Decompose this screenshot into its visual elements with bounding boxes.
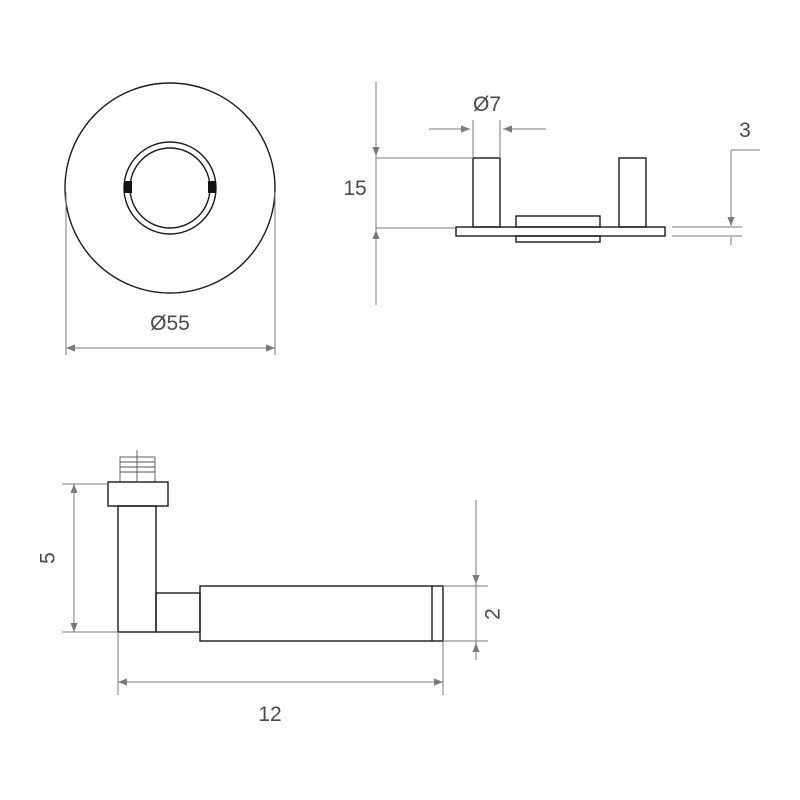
spindle-top <box>119 456 156 483</box>
ring-notch-right <box>208 181 216 193</box>
plate-thickness-label: 3 <box>739 119 751 142</box>
lever-bar <box>199 585 444 642</box>
rose-side-view: Ø7 15 3 <box>343 82 760 305</box>
rose-outer-circle <box>64 82 276 294</box>
connector <box>155 592 201 633</box>
lever-thickness-label: 2 <box>482 608 505 620</box>
lever-length-label: 12 <box>258 703 281 726</box>
center-block-bottom <box>515 235 601 243</box>
ring-notch-left <box>124 181 132 193</box>
neck-height-label: 5 <box>37 552 60 564</box>
neck <box>117 505 157 633</box>
collar <box>107 481 169 507</box>
rose-ring-inner <box>129 147 211 229</box>
rose-diameter-label: Ø55 <box>150 312 190 335</box>
pin-right <box>618 157 647 228</box>
center-block-top <box>515 215 601 228</box>
base-plate <box>455 226 666 237</box>
rose-height-label: 15 <box>343 177 366 200</box>
pin-diameter-label: Ø7 <box>473 93 501 116</box>
rose-front-view: Ø55 <box>64 82 276 355</box>
lever-side-view: 5 12 2 <box>37 450 505 726</box>
pin-left <box>472 157 501 228</box>
rose-ring-outer <box>123 141 217 235</box>
